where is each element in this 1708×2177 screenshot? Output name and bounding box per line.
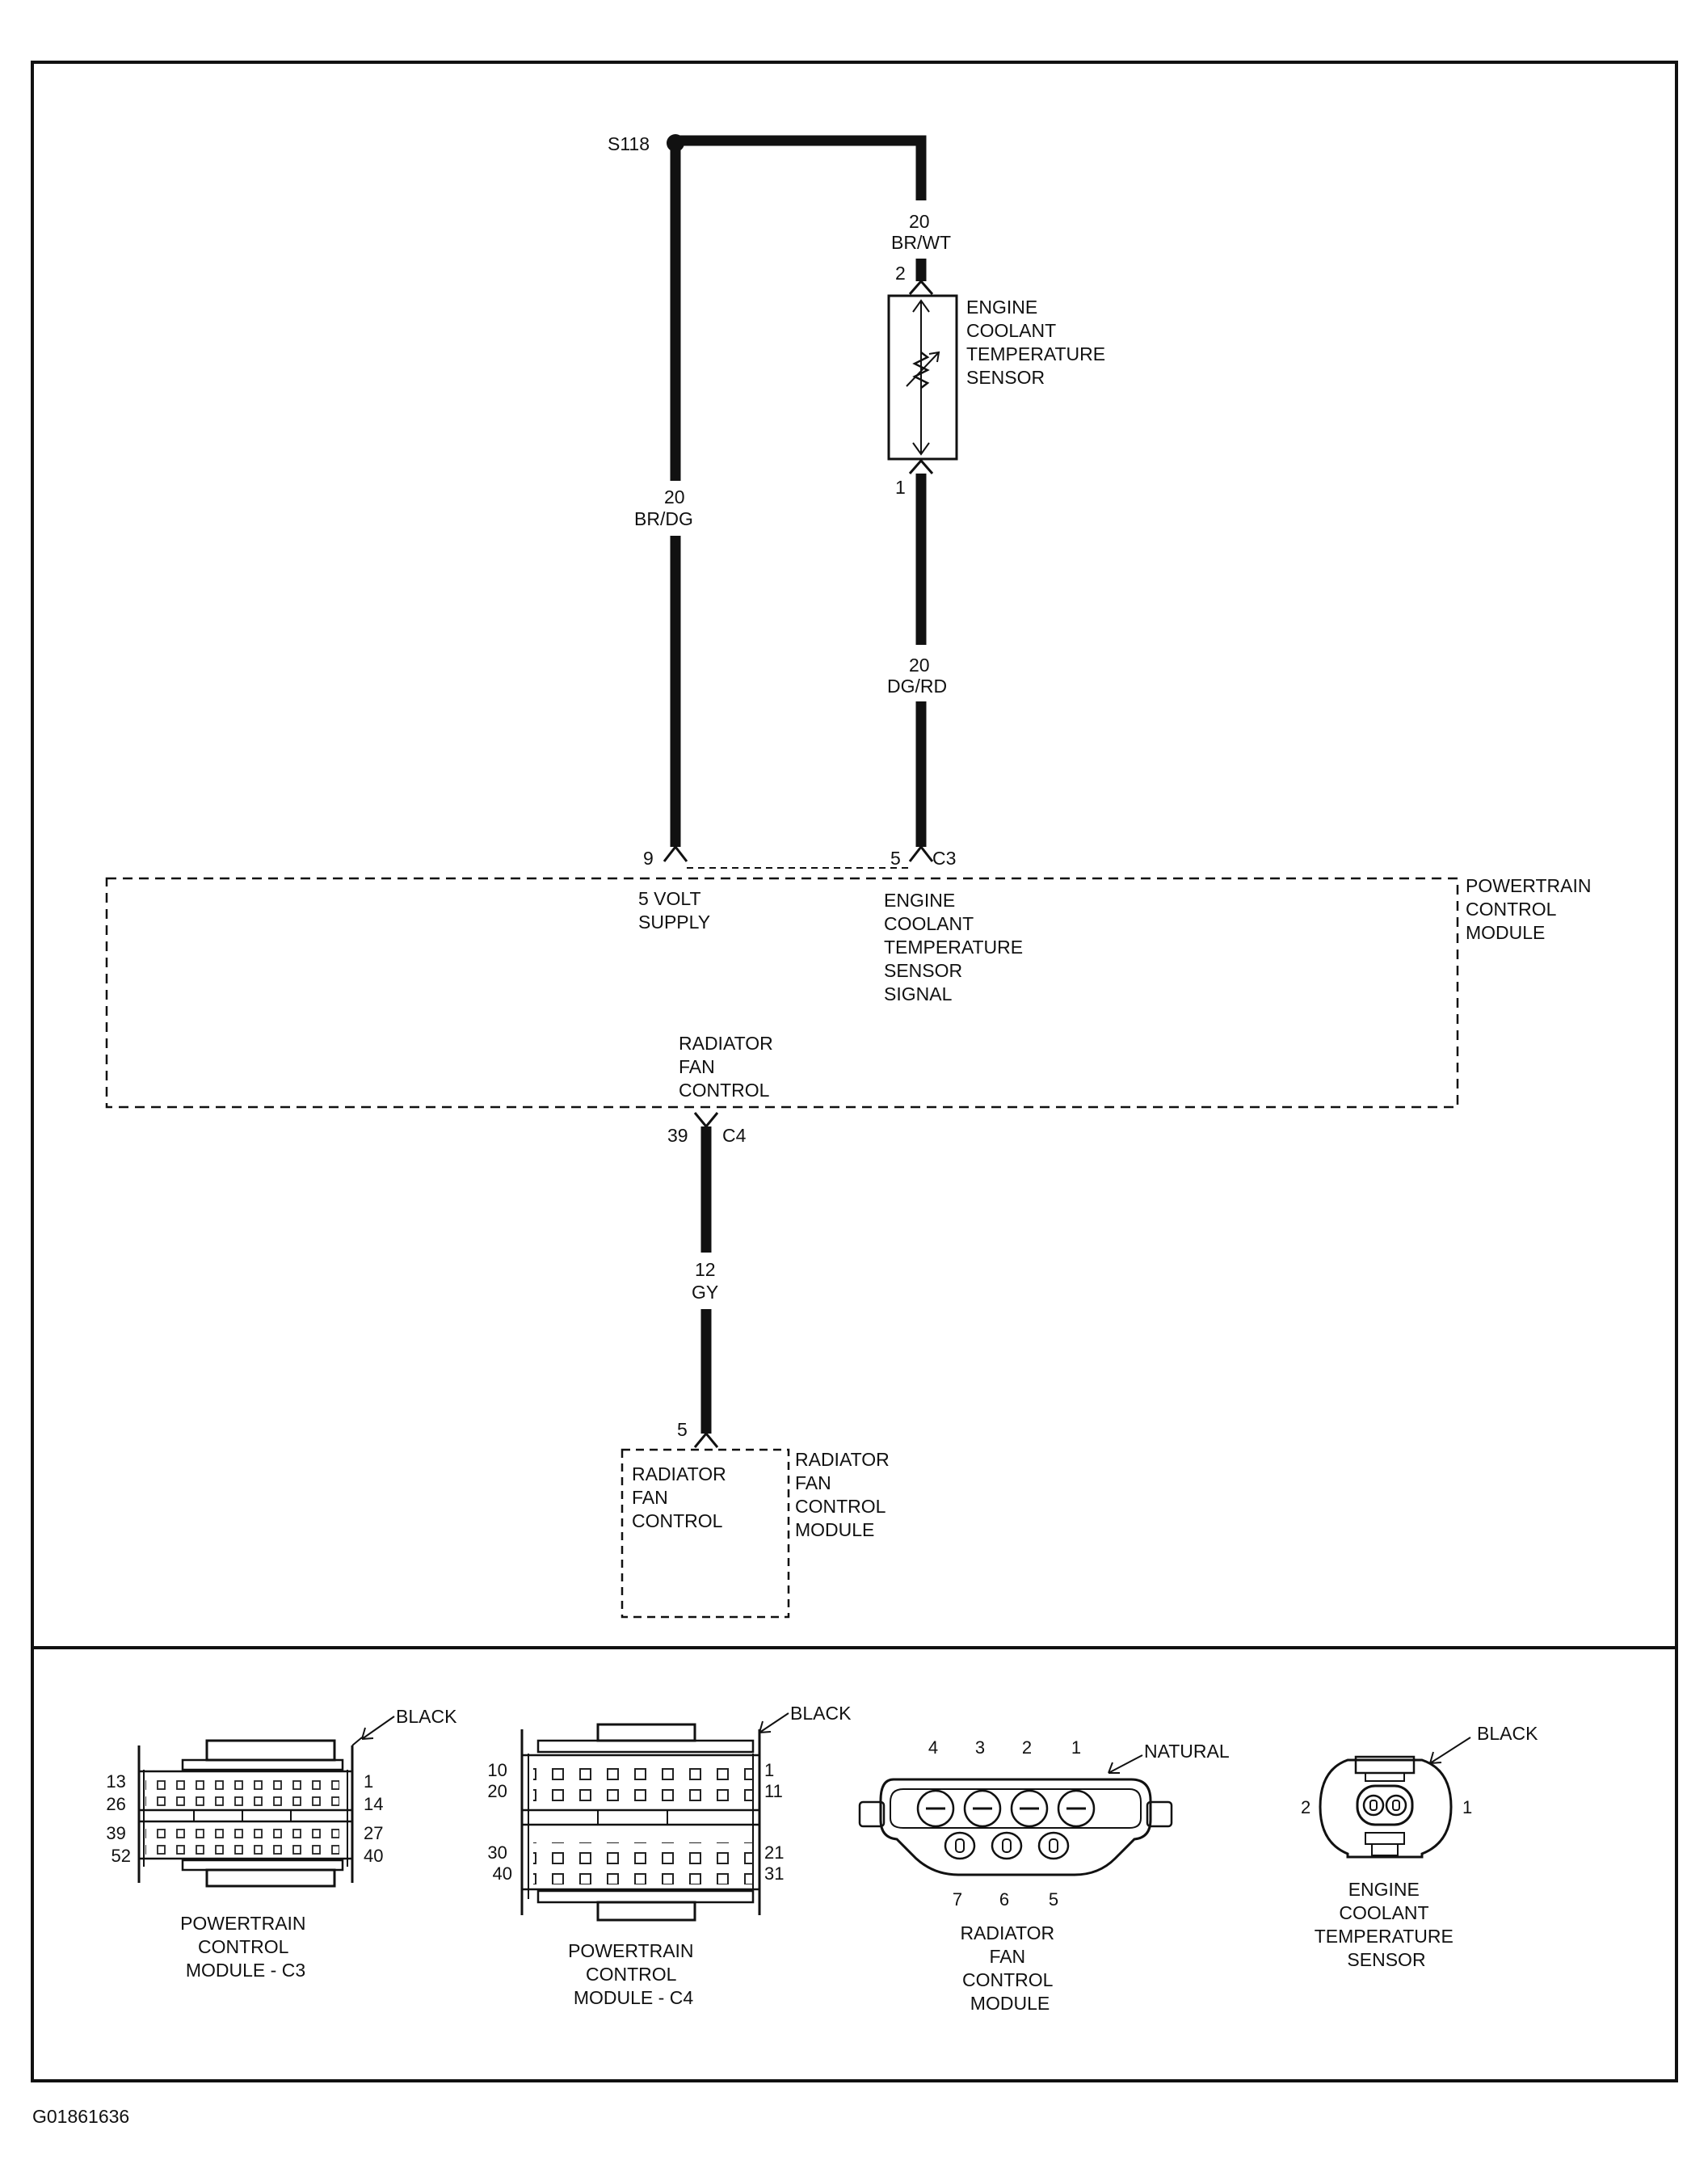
ect-pin-left: 2 (1301, 1797, 1310, 1817)
pcm-supply-label: 5 VOLT SUPPLY (638, 888, 710, 933)
c3-pins-right: 1 14 27 40 (364, 1771, 389, 1866)
wire-dg-rd-gauge: 20 (909, 655, 930, 676)
sensor-element-arrow-top (912, 299, 930, 313)
c4-pins-right: 1 11 21 31 (764, 1760, 789, 1884)
sensor-pin-top: 2 (895, 263, 906, 284)
thermistor-arrow (906, 351, 940, 387)
c4-caption: POWERTRAIN CONTROL MODULE - C4 (568, 1940, 699, 2008)
c4-color-label: BLACK (790, 1703, 852, 1724)
ect-color-label: BLACK (1477, 1723, 1538, 1744)
pin-fan-5-terminal (693, 1431, 719, 1448)
diagram-border (31, 61, 1678, 2082)
pin-39-terminal (693, 1112, 719, 1129)
c4-color-arrow (759, 1712, 789, 1733)
connector-fan-view (858, 1778, 1173, 1876)
pcm-connector-c4: C4 (722, 1125, 747, 1146)
pcm-pin-5: 5 (890, 848, 901, 869)
fan-module-inner-label: RADIATOR FAN CONTROL (632, 1463, 731, 1531)
fan-color-label: NATURAL (1144, 1741, 1230, 1762)
sensor-title: ENGINE COOLANT TEMPERATURE SENSOR (966, 297, 1110, 388)
pcm-title: POWERTRAIN CONTROL MODULE (1466, 875, 1597, 943)
pcm-connector-c3: C3 (932, 848, 956, 869)
wire-br-wt-color: BR/WT (891, 232, 951, 253)
wire-br-dg-color: BR/DG (634, 508, 693, 529)
pin-9-terminal (663, 844, 688, 862)
ect-color-arrow (1429, 1737, 1471, 1764)
connector-c3-view (137, 1737, 363, 1888)
wire-gy-color: GY (692, 1282, 718, 1303)
sensor-element-arrow-bottom (912, 442, 930, 456)
thermistor-symbol (912, 352, 930, 389)
wire-br-dg-gauge: 20 (664, 486, 685, 507)
ect-pin-right: 1 (1462, 1797, 1472, 1817)
connector-c4-view (520, 1723, 761, 1922)
c4-pins-left: 10 20 30 40 (487, 1760, 512, 1884)
pcm-pin-39: 39 (667, 1125, 688, 1146)
c3-color-label: BLACK (396, 1706, 457, 1727)
connector-ect-view (1319, 1755, 1453, 1859)
figure-id: G01861636 (32, 2106, 129, 2127)
fan-module-title: RADIATOR FAN CONTROL MODULE (795, 1449, 894, 1540)
sensor-pin-bottom-terminal (908, 458, 934, 474)
wire-br-wt-gauge: 20 (909, 211, 930, 232)
c3-color-arrow (361, 1716, 395, 1740)
wire-dg-rd-color: DG/RD (887, 676, 947, 697)
fan-color-arrow (1108, 1754, 1143, 1774)
pcm-signal-label: ENGINE COOLANT TEMPERATURE SENSOR SIGNAL (884, 890, 1028, 1004)
splice-label: S118 (608, 133, 650, 154)
ect-caption: ENGINE COOLANT TEMPERATURE SENSOR (1315, 1879, 1458, 1970)
fan-module-box (621, 1448, 790, 1619)
pcm-box (105, 877, 1459, 1109)
sensor-pin-top-terminal (908, 279, 934, 295)
wire-gy-gauge: 12 (695, 1259, 716, 1280)
c3-pins-left: 13 26 39 52 (106, 1771, 131, 1866)
wire-br-wt (675, 135, 927, 200)
pcm-pin-9: 9 (643, 848, 654, 869)
fan-pins-top: 4 3 2 1 (928, 1737, 1081, 1758)
sensor-pin-bottom: 1 (895, 477, 906, 498)
fan-pins-bottom: 7 6 5 (953, 1889, 1058, 1910)
pin-5-terminal (908, 844, 934, 862)
fan-module-pin: 5 (677, 1419, 688, 1440)
sensor-body (887, 294, 958, 461)
c3-caption: POWERTRAIN CONTROL MODULE - C3 (180, 1913, 311, 1981)
fan-caption: RADIATOR FAN CONTROL MODULE (960, 1922, 1059, 2014)
pcm-fan-label: RADIATOR FAN CONTROL (679, 1033, 778, 1101)
